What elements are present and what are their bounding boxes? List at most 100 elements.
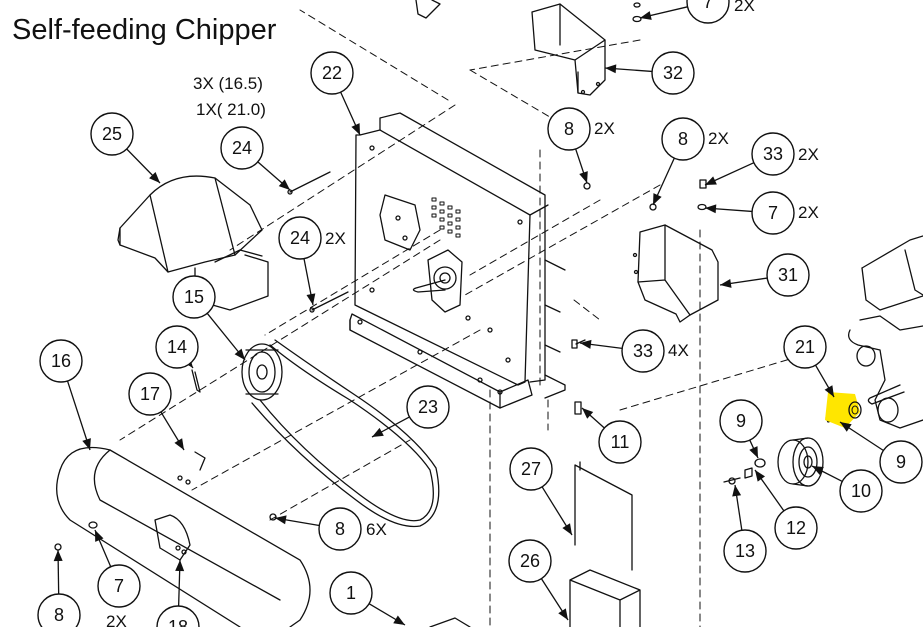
part-11-12-13-hardware (723, 458, 766, 483)
callout-arrowhead (605, 64, 617, 74)
callout-arrowhead (278, 179, 290, 190)
callout-14: 14 (155, 325, 199, 369)
callout-32: 32 (604, 51, 695, 95)
callout-arrowhead (234, 348, 245, 360)
callout-arrowhead (149, 171, 160, 183)
callout-arrowhead (705, 176, 717, 185)
washer-7-top (632, 2, 642, 23)
callout-24: 24 (220, 126, 291, 191)
callout-circle (598, 420, 642, 464)
callout-circle (547, 107, 591, 151)
engine-assembly (847, 235, 923, 429)
callout-circle (766, 253, 810, 297)
callout-18: 18 (156, 559, 200, 627)
callout-number: 8 (564, 119, 574, 139)
callout-number: 12 (786, 518, 806, 538)
callout-arrowhead (840, 422, 852, 432)
callout-number: 7 (703, 0, 713, 12)
callout-circle (406, 385, 450, 429)
callout-27: 27 (509, 447, 573, 536)
callout-15: 15 (172, 275, 246, 361)
callout-number: 14 (167, 337, 187, 357)
callout-arrowhead (372, 427, 384, 437)
callout-arrowhead (640, 11, 652, 20)
part-26-box (569, 569, 641, 627)
callout-circle (751, 191, 795, 235)
callout-arrowhead (580, 339, 592, 349)
part-16-belt-guard (56, 446, 311, 627)
callout-number: 7 (768, 203, 778, 223)
callout-17: 17 (128, 372, 185, 451)
part-15-pulley (241, 343, 283, 401)
callout-arrowhead (53, 550, 63, 562)
part-10-pulley (777, 437, 824, 487)
callout-9: 9 (719, 399, 763, 459)
callout-circle (751, 132, 795, 176)
callout-arrowhead (351, 123, 360, 135)
part-31-bracket (632, 224, 719, 323)
callout-arrowhead (95, 530, 104, 542)
callout-number: 23 (418, 397, 438, 417)
callout-quantity: 2X (798, 145, 819, 164)
callout-circle (661, 117, 705, 161)
top-partial-part (415, 0, 441, 19)
callout-number: 16 (51, 351, 71, 371)
callout-arrowhead (720, 278, 732, 288)
callout-circle (318, 507, 362, 551)
callout-circle (128, 372, 172, 416)
part-32-bracket (531, 3, 606, 96)
callout-11: 11 (581, 407, 642, 464)
diagram-title: Self-feeding Chipper (12, 14, 277, 46)
callout-number: 27 (521, 459, 541, 479)
part-9-pin (191, 369, 201, 393)
callout-arrowhead (175, 560, 185, 572)
callout-number: 18 (168, 617, 188, 627)
part-27-rod (574, 461, 633, 571)
callout-31: 31 (719, 253, 810, 297)
part-24-bolts (287, 171, 349, 313)
callout-quantity: 2X (734, 0, 755, 15)
callout-26: 26 (508, 539, 569, 621)
part-1-partial (429, 617, 471, 627)
callout-arrowhead (653, 193, 662, 205)
part-21-highlight (825, 392, 862, 428)
callout-circle (774, 506, 818, 550)
callout-circle (155, 325, 199, 369)
callout-number: 17 (140, 384, 160, 404)
callout-circle (39, 339, 83, 383)
callout-33: 33 2X (704, 132, 819, 186)
callout-8: 8 (37, 549, 81, 627)
callout-circle (310, 51, 354, 95)
callout-number: 25 (102, 124, 122, 144)
callout-circle (90, 112, 134, 156)
callout-16: 16 (39, 339, 91, 451)
callout-number: 26 (520, 551, 540, 571)
callout-arrowhead (82, 438, 91, 450)
callout-number: 22 (322, 63, 342, 83)
callout-circle (97, 564, 141, 608)
callout-number: 9 (896, 452, 906, 472)
callout-arrowhead (749, 446, 758, 458)
callout-circle (329, 571, 373, 615)
callout-arrowhead (755, 470, 766, 482)
callout-number: 13 (735, 541, 755, 561)
callout-circle (37, 593, 81, 627)
callout-leader (66, 380, 91, 451)
callout-circle (839, 469, 883, 513)
callout-arrowhead (705, 204, 717, 214)
callout-arrowhead (306, 293, 316, 305)
callout-number: 8 (678, 129, 688, 149)
callout-12: 12 (754, 469, 818, 550)
callout-circle (508, 539, 552, 583)
callout-circle (783, 325, 827, 369)
callout-arrowhead (174, 438, 184, 450)
callout-number: 33 (763, 144, 783, 164)
callout-circle (719, 399, 763, 443)
callout-10: 10 (811, 465, 883, 513)
callout-circle (686, 0, 730, 24)
